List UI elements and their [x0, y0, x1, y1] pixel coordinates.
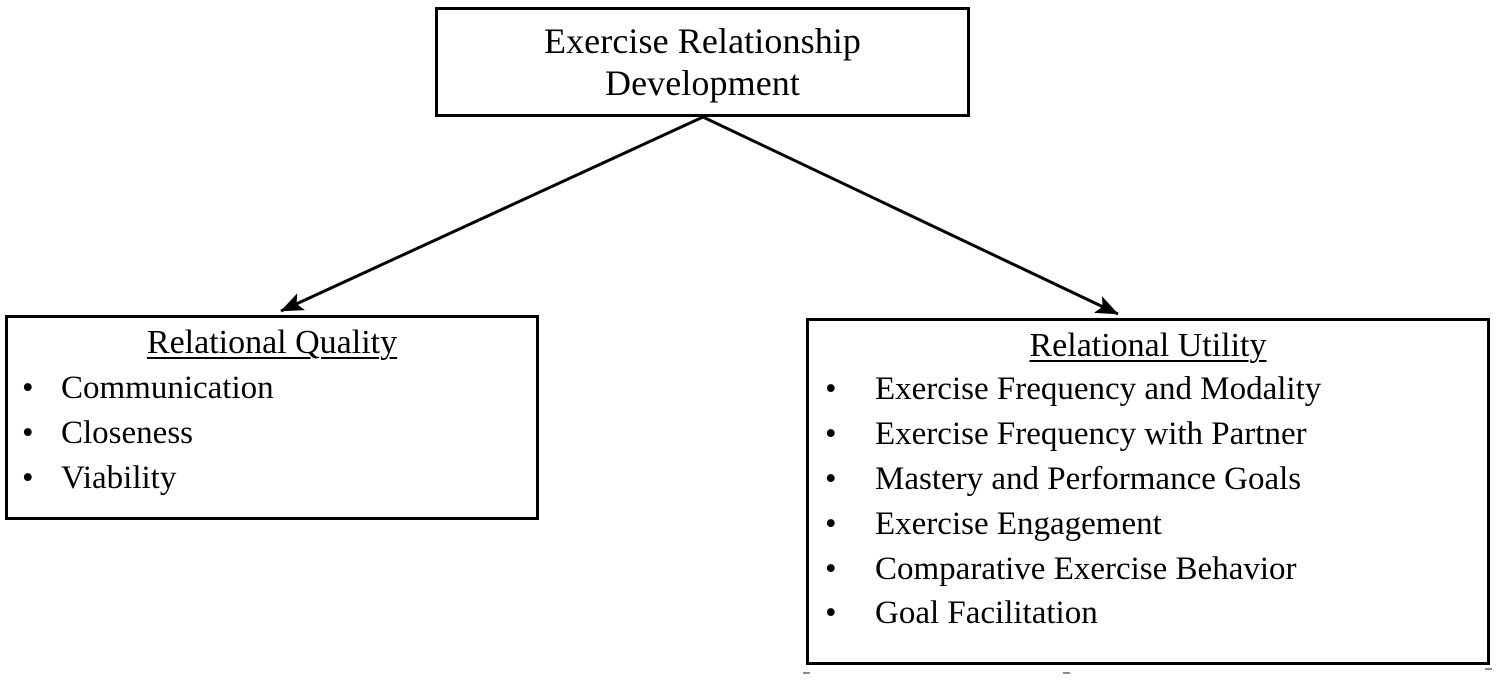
relational-quality-heading: Relational Quality — [8, 318, 536, 362]
relational-quality-list: • Communication • Closeness • Viability — [8, 366, 536, 501]
scan-artifact-mark — [1063, 672, 1070, 674]
relational-utility-heading: Relational Utility — [809, 321, 1487, 365]
list-item-label: Exercise Engagement — [875, 505, 1162, 542]
bullet-icon: • — [825, 505, 837, 542]
list-item-label: Goal Facilitation — [875, 595, 1098, 632]
bullet-icon: • — [825, 415, 837, 452]
bullet-icon: • — [825, 595, 837, 632]
relational-utility-heading-text: Relational Utility — [1029, 327, 1267, 364]
bullet-icon: • — [825, 550, 837, 587]
node-relational-utility: Relational Utility • Exercise Frequency … — [806, 318, 1490, 665]
bullet-icon: • — [22, 414, 34, 451]
list-item-label: Closeness — [61, 414, 193, 451]
list-item: • Exercise Engagement — [809, 502, 1487, 547]
list-item: • Viability — [8, 456, 536, 501]
list-item-label: Exercise Frequency and Modality — [875, 371, 1322, 407]
list-item: • Goal Facilitation — [809, 591, 1487, 636]
list-item: • Exercise Frequency and Modality — [809, 367, 1487, 412]
list-item: • Exercise Frequency with Partner — [809, 412, 1487, 457]
list-item-label: Comparative Exercise Behavior — [875, 550, 1297, 587]
bullet-icon: • — [22, 370, 34, 406]
connector-root-to-relational-utility — [702, 115, 1119, 316]
list-item: • Closeness — [8, 411, 536, 456]
scan-artifact-mark — [1485, 668, 1492, 670]
list-item-label: Mastery and Performance Goals — [875, 460, 1302, 497]
relational-utility-list: • Exercise Frequency and Modality • Exer… — [809, 367, 1487, 636]
list-item-label: Communication — [61, 370, 274, 406]
list-item-label: Exercise Frequency with Partner — [875, 415, 1307, 452]
list-item: • Comparative Exercise Behavior — [809, 547, 1487, 592]
list-item: • Mastery and Performance Goals — [809, 457, 1487, 502]
root-node-label: Exercise Relationship Development — [543, 20, 861, 103]
relational-quality-heading-text: Relational Quality — [146, 324, 398, 361]
bullet-icon: • — [825, 460, 837, 497]
connector-root-to-relational-quality — [280, 115, 704, 313]
scan-artifact-mark — [803, 672, 810, 674]
bullet-icon: • — [825, 371, 837, 407]
list-item-label: Viability — [61, 459, 177, 496]
list-item: • Communication — [8, 366, 536, 411]
node-exercise-relationship-development: Exercise Relationship Development — [435, 7, 970, 117]
bullet-icon: • — [22, 459, 34, 496]
node-relational-quality: Relational Quality • Communication • Clo… — [5, 315, 539, 520]
